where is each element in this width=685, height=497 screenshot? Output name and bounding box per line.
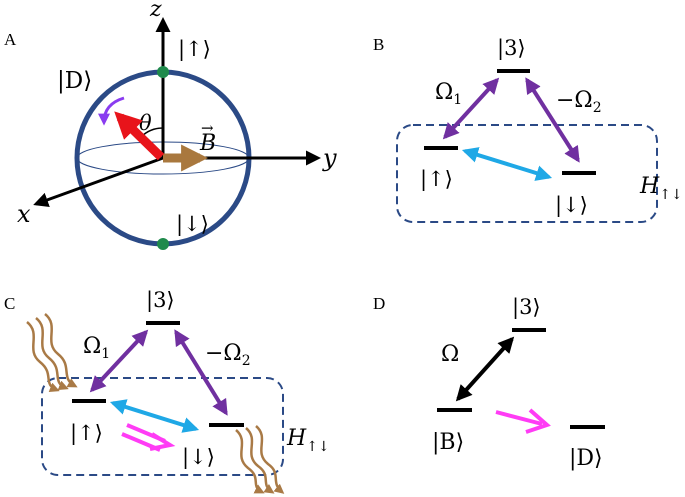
h-box-b	[396, 124, 658, 223]
h-box-c	[41, 377, 284, 476]
panel-a: A z y x |↑⟩ |↓⟩ θ B → |D⟩	[4, 0, 337, 250]
level-up-label-b: |↑⟩	[420, 167, 453, 192]
coupling-h-b	[461, 147, 553, 181]
panel-b-letter: B	[373, 35, 384, 54]
omega2-label-b: −Ω2	[556, 88, 602, 116]
level-3-label-b: |3⟩	[497, 36, 526, 61]
x-axis-label: x	[17, 200, 31, 228]
hamiltonian-label-c: H↑↓	[286, 426, 330, 455]
decay-arrow-head-c	[149, 432, 176, 451]
state-vector	[114, 111, 165, 161]
coupling-omega2-c	[174, 329, 228, 416]
level-down-label-b: |↓⟩	[555, 193, 588, 218]
photon-out-3	[255, 425, 285, 494]
coupling-omega1-c	[89, 329, 149, 393]
omega2-label-c: −Ω2	[205, 341, 251, 369]
photon-out-1	[235, 429, 265, 494]
photon-out-2	[245, 427, 275, 494]
coupling-omega-d	[455, 336, 515, 402]
panel-d-letter: D	[373, 294, 385, 313]
omega1-label-b: Ω1	[435, 80, 462, 108]
level-b-label-d: |B⟩	[432, 430, 464, 455]
photon-in-2	[35, 317, 69, 391]
panel-a-letter: A	[4, 30, 17, 49]
photon-in-3	[44, 313, 78, 388]
coupling-omega1-b	[442, 77, 500, 140]
level-up-label-c: |↑⟩	[70, 421, 103, 446]
decay-arrow-line-d	[495, 410, 543, 426]
level-3-label-d: |3⟩	[512, 295, 541, 320]
south-pole-point	[157, 238, 169, 250]
photon-in-1	[26, 321, 60, 393]
decay-arrow-head-d	[525, 408, 551, 434]
field-overarrow: →	[201, 119, 214, 137]
state-d-label: |D⟩	[57, 68, 92, 94]
state-up-label: |↑⟩	[178, 37, 211, 62]
level-down-label-c: |↓⟩	[182, 445, 215, 470]
omega1-label-c: Ω1	[83, 334, 110, 362]
level-d-label-d: |D⟩	[569, 446, 603, 471]
omega-label-d: Ω	[441, 342, 459, 367]
state-down-label: |↓⟩	[176, 212, 209, 237]
x-axis	[33, 156, 164, 207]
y-axis-label: y	[322, 144, 337, 172]
hamiltonian-label-b: H↑↓	[639, 174, 683, 203]
panel-c-letter: C	[4, 294, 15, 313]
level-3-label-c: |3⟩	[146, 288, 175, 313]
north-pole-point	[157, 66, 169, 78]
precession-arrow	[98, 96, 125, 126]
field-label: B	[199, 131, 216, 156]
coupling-h-c	[109, 399, 200, 433]
panel-c: C |3⟩ |↑⟩ |↓⟩ Ω1 −Ω2 H↑↓	[4, 288, 330, 494]
coupling-omega2-b	[525, 77, 580, 163]
z-axis-label: z	[149, 0, 162, 22]
panel-d: D |3⟩ |B⟩ |D⟩ Ω	[373, 294, 605, 471]
panel-b: B |3⟩ |↑⟩ |↓⟩ Ω1 −Ω2 H↑↓	[373, 35, 683, 223]
